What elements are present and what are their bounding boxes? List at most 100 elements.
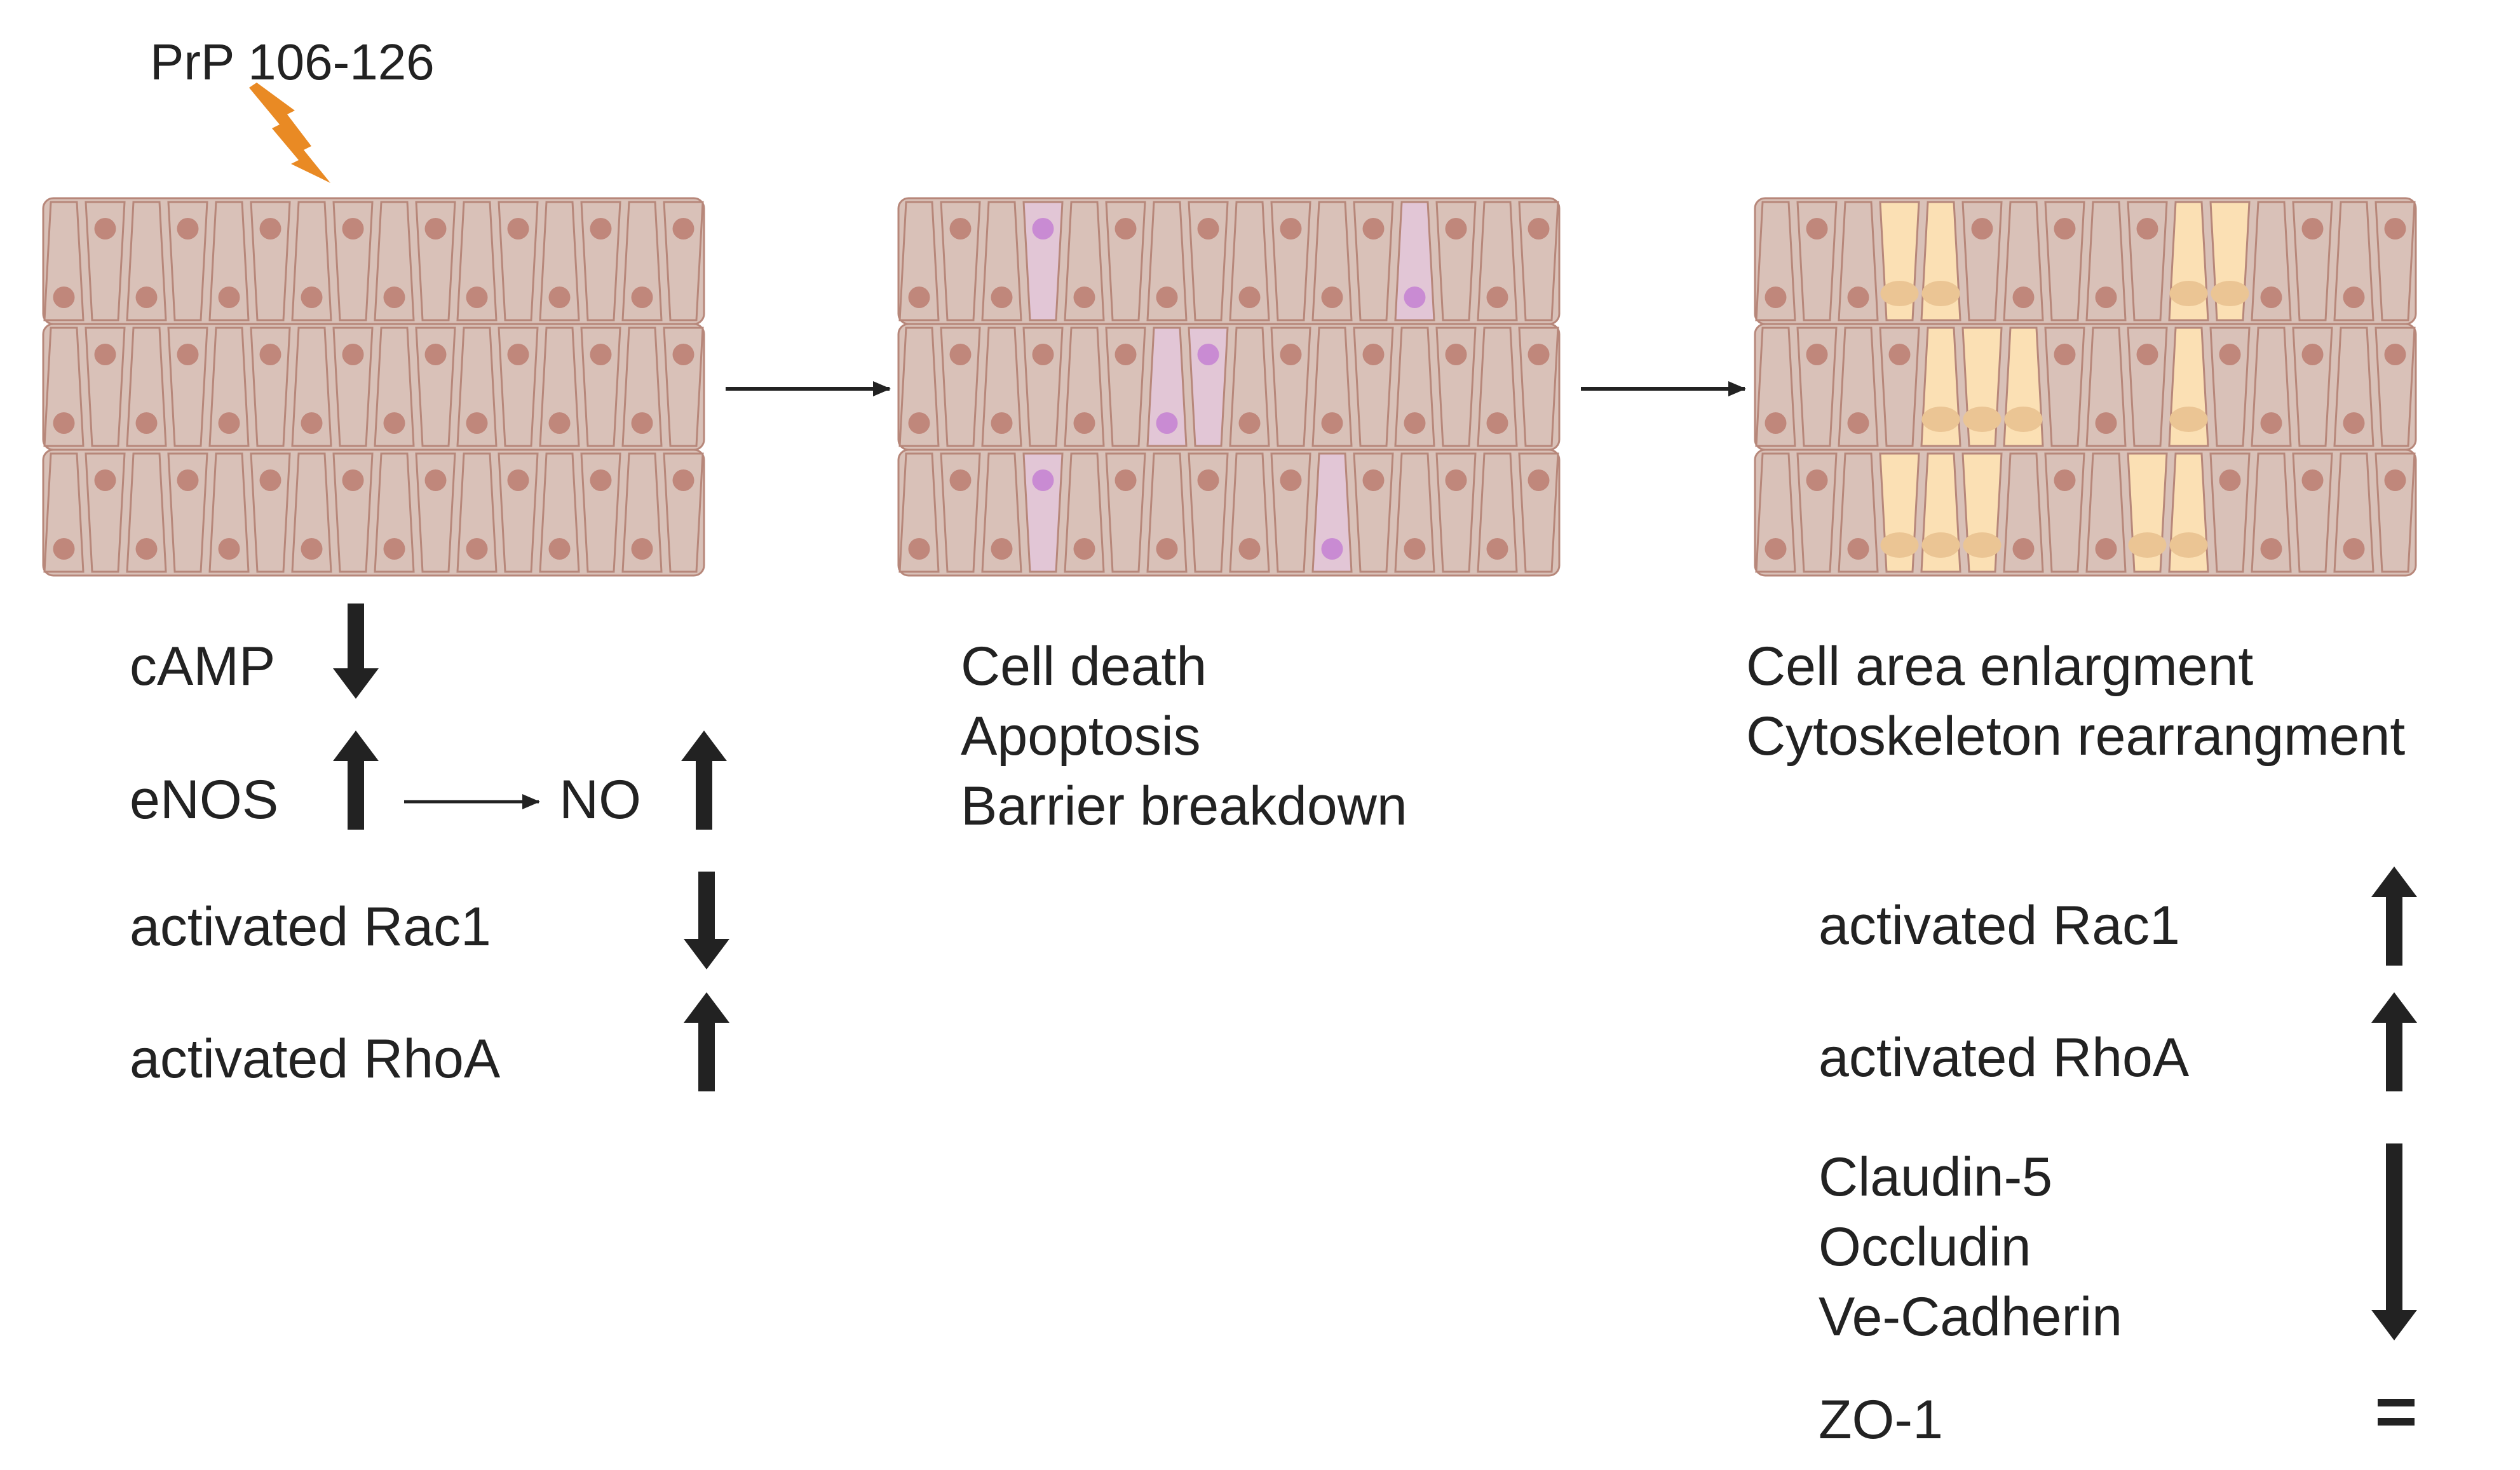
- nucleus: [301, 412, 323, 434]
- nucleus: [94, 344, 116, 365]
- nucleus: [342, 218, 364, 239]
- nucleus: [1847, 287, 1869, 308]
- nucleus: [2095, 287, 2117, 308]
- no-direction-arrow: [681, 731, 727, 830]
- effect-cell-area: Cell area enlargment: [1746, 636, 2254, 697]
- nucleus: [908, 287, 930, 308]
- cell: [2251, 452, 2292, 573]
- nucleus: [548, 412, 571, 434]
- nucleus: [2136, 218, 2158, 239]
- cell: [981, 201, 1022, 321]
- nucleus: [1321, 538, 1343, 560]
- nucleus: [1321, 287, 1343, 308]
- rac1-p3-direction-arrow: [2371, 866, 2417, 966]
- cell: [126, 327, 167, 447]
- nucleus: [383, 538, 405, 560]
- cell: [898, 452, 940, 573]
- nucleus: [507, 218, 529, 239]
- nucleus: [1486, 538, 1508, 560]
- endothelium-apoptotic: [897, 197, 1561, 577]
- nucleus: [2219, 344, 2241, 365]
- nucleus: [2384, 344, 2406, 365]
- nucleus: [135, 287, 158, 308]
- cell: [1838, 201, 1879, 321]
- nucleus: [135, 412, 158, 434]
- cell: [291, 327, 332, 447]
- cell: [1838, 327, 1879, 447]
- nucleus: [1445, 344, 1467, 365]
- nucleus: [1321, 412, 1343, 434]
- nucleus: [631, 287, 653, 308]
- nucleus: [949, 218, 972, 239]
- nucleus: [2343, 412, 2365, 434]
- cell: [456, 201, 498, 321]
- cell: [208, 327, 250, 447]
- nucleus: [1156, 412, 1178, 434]
- cell: [2003, 201, 2044, 321]
- nucleus: [1114, 469, 1137, 491]
- nucleus: [1486, 412, 1508, 434]
- nucleus: [1880, 281, 1919, 306]
- nucleus: [1238, 538, 1261, 560]
- nucleus: [466, 287, 488, 308]
- effect-cell-death: Cell death: [961, 636, 1207, 697]
- nucleus: [466, 412, 488, 434]
- nucleus: [2169, 407, 2208, 432]
- cell: [1311, 201, 1353, 321]
- nucleus: [1197, 344, 1219, 365]
- cell: [43, 327, 85, 447]
- marker-label-no: NO: [559, 769, 641, 830]
- cell: [126, 452, 167, 573]
- nucleus: [53, 287, 75, 308]
- nucleus: [424, 469, 447, 491]
- nucleus: [1921, 407, 1960, 432]
- nucleus: [1765, 538, 1787, 560]
- enos-direction-arrow: [333, 731, 379, 830]
- marker-label-camp: cAMP: [130, 636, 276, 697]
- nucleus: [1847, 538, 1869, 560]
- nucleus: [2095, 412, 2117, 434]
- nucleus: [590, 469, 612, 491]
- nucleus: [949, 344, 972, 365]
- cell: [291, 201, 332, 321]
- nucleus: [1280, 218, 1302, 239]
- nucleus: [672, 344, 694, 365]
- rac1-direction-arrow: [684, 872, 729, 969]
- nucleus: [2054, 469, 2076, 491]
- nucleus: [991, 287, 1013, 308]
- nucleus: [1032, 469, 1054, 491]
- rhoa-p3-direction-arrow: [2371, 992, 2417, 1091]
- nucleus: [991, 412, 1013, 434]
- junction-proteins-direction-arrow: [2371, 1143, 2417, 1340]
- cell: [539, 452, 580, 573]
- nucleus: [1404, 287, 1426, 308]
- stimulus-label: PrP 106-126: [150, 34, 435, 90]
- nucleus: [1114, 218, 1137, 239]
- cell: [1394, 327, 1435, 447]
- cell: [1229, 327, 1270, 447]
- nucleus: [1032, 218, 1054, 239]
- cell: [621, 201, 663, 321]
- nucleus: [2054, 344, 2076, 365]
- nucleus: [2054, 218, 2076, 239]
- nucleus: [383, 412, 405, 434]
- nucleus: [949, 469, 972, 491]
- nucleus: [177, 344, 199, 365]
- cell: [1146, 201, 1188, 321]
- nucleus: [1765, 287, 1787, 308]
- cell: [2085, 452, 2127, 573]
- nucleus: [301, 538, 323, 560]
- nucleus: [342, 469, 364, 491]
- nucleus: [2004, 407, 2043, 432]
- nucleus: [424, 218, 447, 239]
- nucleus: [2343, 538, 2365, 560]
- nucleus: [1280, 344, 1302, 365]
- nucleus: [2012, 538, 2035, 560]
- nucleus: [53, 412, 75, 434]
- effect-apoptosis: Apoptosis: [961, 706, 1201, 767]
- nucleus: [590, 218, 612, 239]
- cell: [1229, 452, 1270, 573]
- nucleus: [2169, 532, 2208, 558]
- cell: [43, 201, 85, 321]
- equal-sign-icon: [2378, 1399, 2415, 1426]
